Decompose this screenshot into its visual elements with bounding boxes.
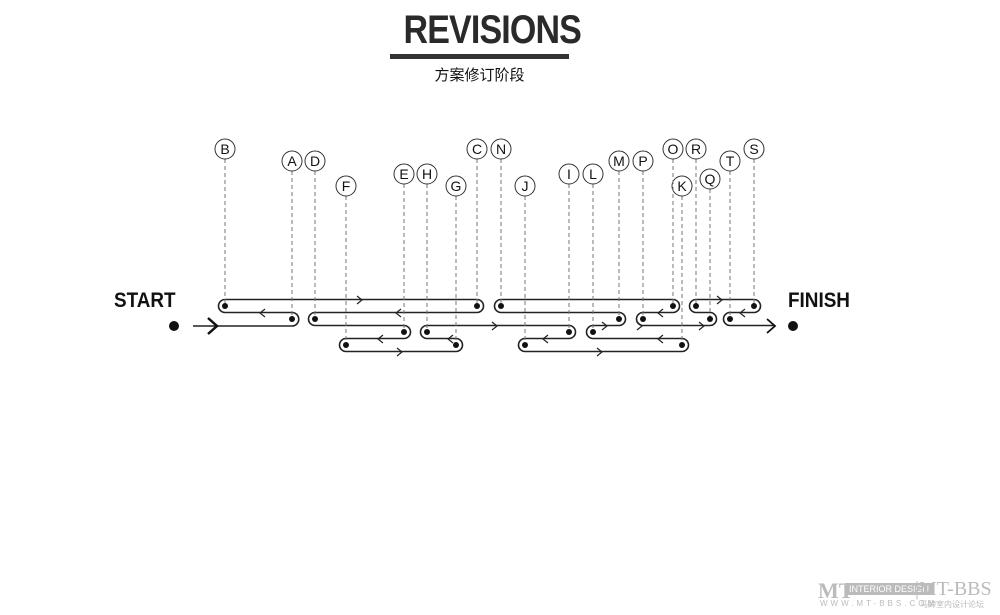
finish-label: FINISH bbox=[788, 289, 850, 312]
revision-marker bbox=[281, 150, 303, 172]
finish-dot bbox=[788, 321, 798, 331]
direction-chevron-icon bbox=[395, 308, 402, 318]
revision-marker bbox=[699, 168, 721, 190]
revision-marker bbox=[632, 150, 654, 172]
watermark-cn: 马蹄室内设计论坛 bbox=[920, 600, 984, 609]
revision-marker bbox=[214, 138, 236, 160]
revision-point bbox=[222, 303, 228, 309]
direction-chevron-icon bbox=[596, 347, 603, 357]
revision-marker bbox=[445, 175, 467, 197]
revision-point bbox=[679, 342, 685, 348]
revision-point bbox=[498, 303, 504, 309]
revision-label: O bbox=[668, 141, 679, 157]
direction-chevron-icon bbox=[377, 334, 384, 344]
revision-marker bbox=[393, 163, 415, 185]
revision-label: L bbox=[589, 166, 597, 182]
direction-chevron-icon bbox=[601, 321, 608, 331]
revision-label: K bbox=[677, 178, 687, 194]
revision-marker bbox=[743, 138, 765, 160]
revision-label: R bbox=[691, 141, 701, 157]
title-underline bbox=[390, 54, 569, 59]
revision-label: Q bbox=[705, 171, 716, 187]
revision-point bbox=[616, 316, 622, 322]
revision-marker bbox=[335, 175, 357, 197]
direction-chevron-icon bbox=[447, 334, 454, 344]
revision-point bbox=[707, 316, 713, 322]
watermark-url: WWW.MT-BBS.COM bbox=[820, 599, 938, 608]
revision-point bbox=[590, 329, 596, 335]
revision-label: F bbox=[342, 178, 351, 194]
revision-label: T bbox=[726, 153, 735, 169]
revision-label: P bbox=[638, 153, 647, 169]
page-title: REVISIONS bbox=[403, 8, 582, 52]
revision-marker bbox=[685, 138, 707, 160]
watermark-brand: |MT-BBS bbox=[915, 578, 992, 600]
direction-chevron-icon bbox=[491, 321, 498, 331]
revision-label: M bbox=[613, 153, 625, 169]
revision-label: D bbox=[310, 153, 320, 169]
revision-marker bbox=[558, 163, 580, 185]
finish-arrow-icon bbox=[766, 318, 777, 334]
start-arrow-icon bbox=[207, 317, 219, 335]
direction-chevron-icon bbox=[542, 334, 549, 344]
revision-marker bbox=[582, 163, 604, 185]
revision-point bbox=[424, 329, 430, 335]
revision-point bbox=[343, 342, 349, 348]
revision-point bbox=[693, 303, 699, 309]
revision-path bbox=[193, 298, 775, 353]
direction-chevron-icon bbox=[396, 347, 403, 357]
revision-label: C bbox=[472, 141, 482, 157]
revision-point bbox=[751, 303, 757, 309]
revision-marker bbox=[304, 150, 326, 172]
revision-point bbox=[453, 342, 459, 348]
revision-marker bbox=[662, 138, 684, 160]
revision-label: N bbox=[496, 141, 506, 157]
revision-label: E bbox=[399, 166, 408, 182]
revision-label: S bbox=[749, 141, 758, 157]
revision-point bbox=[727, 316, 733, 322]
revision-point bbox=[670, 303, 676, 309]
revision-point bbox=[312, 316, 318, 322]
start-dot bbox=[169, 321, 179, 331]
revision-marker bbox=[490, 138, 512, 160]
revision-marker bbox=[416, 163, 438, 185]
revision-label: H bbox=[422, 166, 432, 182]
revision-point bbox=[401, 329, 407, 335]
revision-marker bbox=[671, 175, 693, 197]
direction-chevron-icon bbox=[636, 321, 643, 331]
direction-chevron-icon bbox=[259, 308, 266, 318]
revision-marker bbox=[466, 138, 488, 160]
revision-marker bbox=[514, 175, 536, 197]
revision-label: B bbox=[220, 141, 229, 157]
revision-point bbox=[640, 316, 646, 322]
page-subtitle: 方案修订阶段 bbox=[434, 66, 525, 84]
revision-label: I bbox=[567, 166, 571, 182]
watermark-tag: INTERIOR DESIGN bbox=[845, 583, 934, 595]
revision-label: A bbox=[287, 153, 297, 169]
revision-label: G bbox=[451, 178, 462, 194]
direction-chevron-icon bbox=[657, 308, 664, 318]
direction-chevron-icon bbox=[716, 295, 723, 305]
revision-label: J bbox=[522, 178, 529, 194]
direction-chevron-icon bbox=[698, 321, 705, 331]
direction-chevron-icon bbox=[657, 334, 664, 344]
direction-chevron-icon bbox=[356, 295, 363, 305]
start-label: START bbox=[114, 289, 176, 312]
revision-point bbox=[289, 316, 295, 322]
revision-point bbox=[522, 342, 528, 348]
revision-point bbox=[566, 329, 572, 335]
direction-chevron-icon bbox=[739, 308, 746, 318]
revision-point bbox=[474, 303, 480, 309]
revision-marker bbox=[608, 150, 630, 172]
revision-marker bbox=[719, 150, 741, 172]
